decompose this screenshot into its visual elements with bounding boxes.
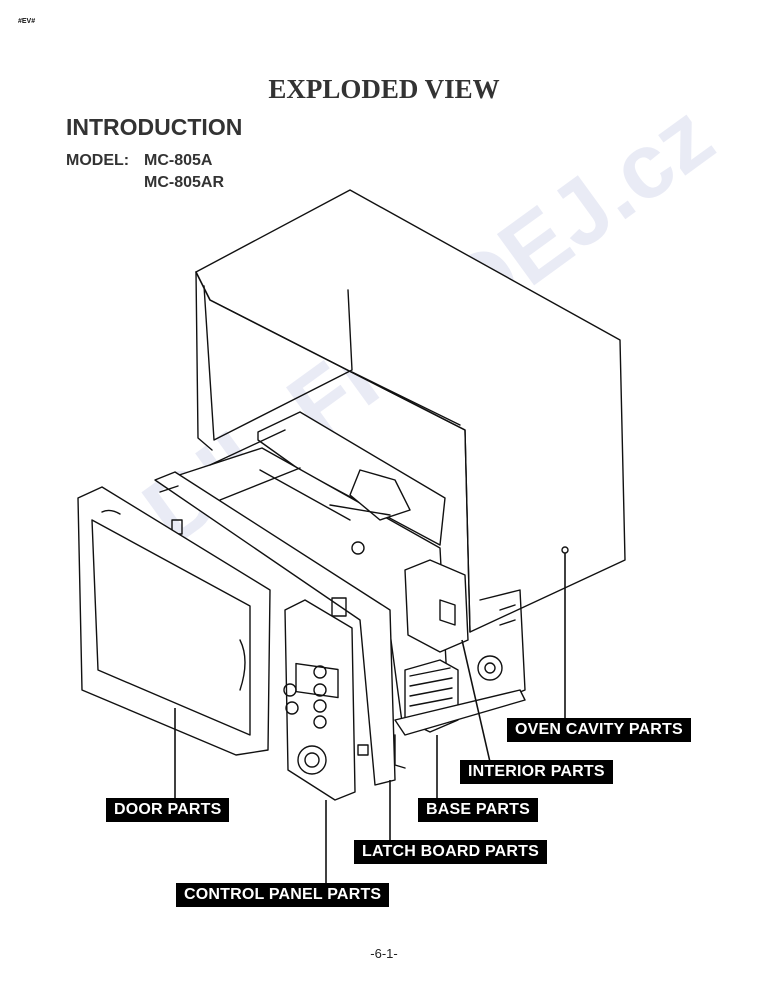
- section-title: INTRODUCTION: [66, 114, 243, 140]
- callout-control-panel-parts: CONTROL PANEL PARTS: [176, 883, 390, 907]
- corner-tag: #EV#: [18, 18, 36, 25]
- door: [77, 486, 271, 756]
- page-number: -6-1-: [370, 946, 398, 961]
- page-title: EXPLODED VIEW: [268, 74, 500, 104]
- control-panel: [283, 599, 356, 801]
- outer-case: [195, 189, 626, 633]
- model-label: MODEL:: [66, 152, 130, 169]
- callout-oven-cavity-parts: OVEN CAVITY PARTS: [507, 718, 691, 742]
- model-number-2: MC-805AR: [144, 174, 225, 191]
- latch-board: [154, 471, 396, 786]
- model-number-1: MC-805A: [144, 152, 213, 169]
- callout-latch-board-parts: LATCH BOARD PARTS: [354, 840, 548, 864]
- callout-door-parts: DOOR PARTS: [106, 798, 230, 822]
- callout-interior-parts: INTERIOR PARTS: [460, 760, 613, 784]
- leader-lines: [174, 553, 566, 883]
- callout-base-parts: BASE PARTS: [418, 798, 538, 822]
